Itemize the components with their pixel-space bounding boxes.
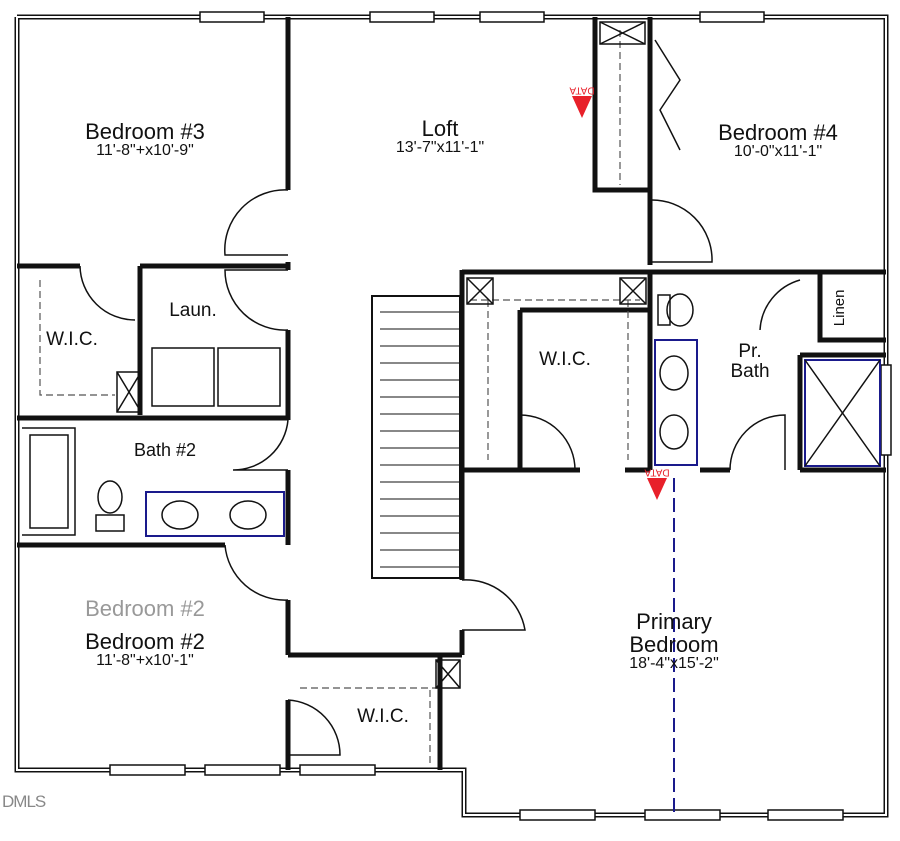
room-wic-center[interactable]: W.I.C. xyxy=(539,349,591,370)
room-dimensions: 13'-7"x11'-1" xyxy=(395,139,485,157)
data-marker-icons xyxy=(572,96,667,500)
primary-bath-fixtures xyxy=(654,293,881,467)
room-bedroom2[interactable]: Bedroom #2 11'-8"+x10'-1" xyxy=(85,630,205,670)
bath2-fixtures xyxy=(22,427,285,537)
room-bedroom4[interactable]: Bedroom #4 10'-0"x11'-1" xyxy=(718,121,838,161)
room-dimensions: 10'-0"x11'-1" xyxy=(733,143,823,161)
room-name: Primary xyxy=(636,609,712,634)
room-linen[interactable]: Linen xyxy=(831,289,849,327)
room-laundry[interactable]: Laun. xyxy=(169,300,217,321)
room-primary-bedroom[interactable]: Primary Bedroom 18'-4"x15'-2" xyxy=(629,610,719,673)
room-dimensions: 18'-4"x15'-2" xyxy=(629,655,719,673)
room-name: Loft xyxy=(421,116,459,141)
data-marker-label: DATA xyxy=(644,466,670,478)
room-name: Bedroom #3 xyxy=(85,119,205,144)
room-dimensions: 11'-8"+x10'-9" xyxy=(96,142,194,160)
interior-walls xyxy=(17,17,886,770)
watermark: DMLS xyxy=(2,792,46,811)
data-marker-label: DATA xyxy=(569,84,595,96)
room-name-line2: Bedroom xyxy=(629,632,719,658)
room-bedroom2-ghost-label: Bedroom #2 xyxy=(85,596,205,621)
doors xyxy=(79,39,801,756)
staircase[interactable] xyxy=(371,295,461,579)
room-dimensions: 11'-8"+x10'-1" xyxy=(96,652,194,670)
room-bedroom3[interactable]: Bedroom #3 11'-8"+x10'-9" xyxy=(85,120,205,160)
room-wic-left[interactable]: W.I.C. xyxy=(46,329,98,350)
closet-shelves xyxy=(39,21,647,765)
washer-dryer xyxy=(151,347,281,407)
room-loft[interactable]: Loft 13'-7"x11'-1" xyxy=(396,117,484,157)
room-wic-bottom[interactable]: W.I.C. xyxy=(357,706,409,727)
room-name-line2: Bath xyxy=(730,360,770,382)
room-name: Bedroom #4 xyxy=(718,120,838,145)
exterior-walls xyxy=(14,14,889,818)
room-name: Bedroom #2 xyxy=(85,629,205,654)
room-primary-bath[interactable]: Pr. Bath xyxy=(730,342,769,382)
room-name: Pr. xyxy=(738,341,762,362)
windows xyxy=(109,11,892,821)
room-bath2[interactable]: Bath #2 xyxy=(133,440,197,460)
